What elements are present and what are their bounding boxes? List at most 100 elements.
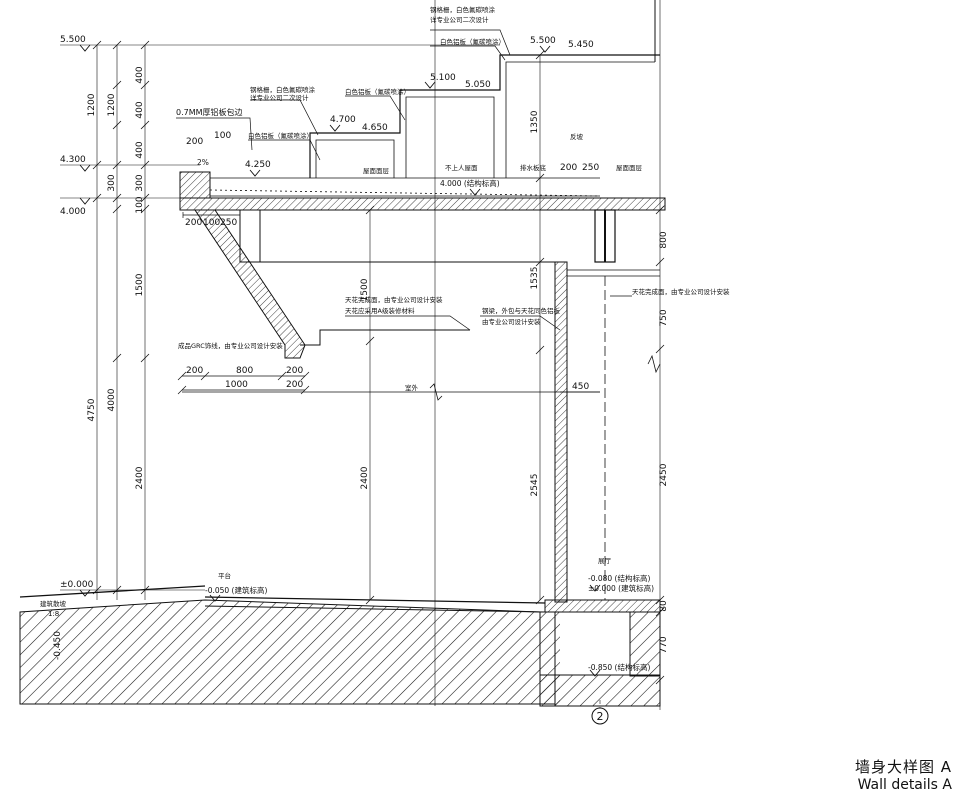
dim-1500: 1500 — [360, 278, 370, 301]
note-aluminium-edge: 0.7MM厚铝板包边 — [176, 107, 243, 117]
note-white-panel-1: 白色铝板（氟碳喷涂） — [248, 131, 313, 140]
note-platform: 平台 — [218, 571, 231, 580]
note-site-slope: 建筑散坡 — [40, 599, 67, 608]
note-steel-beam-b: 由专业公司设计安装 — [482, 317, 541, 326]
elev-minus0850: -0.850 (结构标高) — [588, 662, 650, 672]
note-ceiling-2: 天花完成面，由专业公司设计安装 — [632, 287, 730, 296]
dim-right-4: 80 — [659, 600, 669, 612]
note-white-panel-3: 白色铝板（氟碳喷涂） — [440, 37, 505, 46]
axis-label: 2 — [597, 710, 604, 723]
dim-right-3: 2450 — [659, 463, 669, 486]
note-roof-finish-2: 屋面面层 — [616, 164, 643, 172]
note-steel-grille-1a: 钢格栅，白色氟碳喷涂 — [250, 85, 316, 94]
caption-english: Wall details A — [857, 777, 952, 793]
elev-4650: 4.650 — [362, 123, 388, 133]
elev-5500-left: 5.500 — [60, 35, 86, 45]
note-ceiling-1b: 天花应采用A级装修材料 — [345, 306, 415, 315]
canopy-grc — [194, 209, 470, 359]
roof-stepped-panels — [309, 0, 660, 178]
note-exhibition-hall: 展厅 — [598, 557, 612, 565]
right-dims: 800 750 2450 80 770 — [659, 231, 669, 653]
note-drain-board: 排水板底 — [520, 163, 547, 172]
notes: 0.7MM厚铝板包边 钢格栅，白色氟碳喷涂 详专业公司二次设计 白色铝板（氟碳喷… — [40, 5, 730, 618]
dim-right-1: 800 — [659, 231, 669, 248]
elev-minus0080: -0.080 (结构标高) — [588, 573, 650, 583]
dim-1350: 1350 — [530, 110, 540, 133]
elev-minus0050: -0.050 (建筑标高) — [205, 585, 267, 595]
mid-dims: 1350 1500 2400 1535 2545 — [360, 110, 540, 496]
elev-0000-right: ±0.000 (建筑标高) — [588, 583, 654, 593]
dim-bot-200a: 200 — [186, 366, 203, 376]
break-mark — [429, 354, 661, 401]
canopy-dimension-lines — [177, 212, 600, 395]
dimension-ticks — [92, 40, 665, 685]
dim-450: 450 — [572, 382, 589, 392]
ground-hatch — [19, 585, 661, 707]
dim-left-outer-2: 1200 — [107, 93, 117, 116]
note-exterior: 室外 — [405, 383, 419, 392]
dim-left-inner-1: 400 — [135, 66, 145, 83]
note-grc: 成品GRC饰线，由专业公司设计安装 — [178, 341, 283, 350]
dim-bot-200c: 200 — [286, 380, 303, 390]
dim-left-inner-6: 1500 — [135, 273, 145, 296]
note-roof-finish-1: 屋面面层 — [363, 167, 390, 175]
note-leaders — [176, 29, 632, 331]
elev-4700: 4.700 — [330, 115, 356, 125]
note-steel-grille-2b: 详专业公司二次设计 — [430, 15, 489, 24]
dim-top-100: 100 — [214, 131, 231, 141]
axis-marker: 2 — [591, 707, 609, 725]
elev-5050: 5.050 — [465, 80, 491, 90]
note-white-panel-2: 白色铝板（氟碳喷涂） — [345, 87, 410, 96]
elev-5500-right: 5.500 — [530, 36, 556, 46]
elev-5450: 5.450 — [568, 40, 594, 50]
note-ratio: 1:8 — [48, 610, 59, 618]
dim-2400: 2400 — [360, 466, 370, 489]
dim-left-inner-3: 400 — [135, 141, 145, 158]
dim-bot-1000: 1000 — [225, 380, 248, 390]
note-steel-grille-1b: 详专业公司二次设计 — [250, 93, 309, 102]
dim-top-200: 200 — [186, 137, 203, 147]
dim-200b: 200 — [185, 218, 202, 228]
note-steel-beam-a: 钢梁，外包与天花同色铝板 — [482, 306, 561, 315]
dim-left-inner-4: 300 — [135, 174, 145, 191]
left-outer-dims: 1200 1200 300 4750 4000 — [87, 93, 117, 421]
dim-left-outer-1: 1200 — [87, 93, 97, 116]
elevation-markers — [79, 44, 601, 677]
note-ceiling-1a: 天花完成面，由专业公司设计安装 — [345, 295, 443, 304]
elev-4000-struct: 4.000 (结构标高) — [440, 178, 500, 188]
dim-slope: 2% — [197, 158, 209, 167]
dim-left-inner-5: 100 — [135, 196, 145, 213]
dim-1535: 1535 — [530, 267, 540, 290]
note-reverse-slope: 反坡 — [570, 132, 584, 141]
elev-minus0450: -0.450 — [53, 631, 63, 660]
dim-left-inner-7: 2400 — [135, 466, 145, 489]
dim-bot-800: 800 — [236, 366, 253, 376]
dim-left-outer-5: 4000 — [107, 388, 117, 411]
dim-left-outer-3: 300 — [107, 174, 117, 191]
dim-250a: 250 — [220, 218, 237, 228]
dim-200c: 200 — [560, 163, 577, 173]
note-steel-grille-2a: 钢格栅，白色氟碳喷涂 — [430, 5, 496, 14]
steel-beam-column — [554, 209, 660, 603]
dim-2545: 2545 — [530, 474, 540, 497]
dim-left-inner-2: 400 — [135, 101, 145, 118]
left-inner-dims: 400 400 400 300 100 1500 2400 — [135, 66, 145, 489]
elev-5100: 5.100 — [430, 73, 456, 83]
dim-250b: 250 — [582, 163, 599, 173]
elev-4000: 4.000 — [60, 207, 86, 217]
dim-right-2: 750 — [659, 309, 669, 326]
grid-lines — [60, 0, 661, 720]
dim-left-outer-4: 4750 — [87, 398, 97, 421]
canopy-dim-labels: 200 100 2% 200 100 250 200 800 200 1000 … — [185, 131, 599, 392]
elev-4300: 4.300 — [60, 155, 86, 165]
dim-100b: 100 — [203, 218, 220, 228]
roof-slab — [179, 171, 666, 263]
elev-0000-left: ±0.000 — [60, 580, 94, 590]
dim-bot-200b: 200 — [286, 366, 303, 376]
dim-right-5: 770 — [659, 636, 669, 653]
elevation-labels: 5.500 4.300 4.000 ±0.000 4.250 4.700 4.6… — [53, 35, 654, 672]
elev-4250: 4.250 — [245, 160, 271, 170]
caption-chinese: 墙身大样图 A — [854, 758, 952, 776]
note-non-accessible-roof: 不上人屋面 — [445, 163, 478, 172]
